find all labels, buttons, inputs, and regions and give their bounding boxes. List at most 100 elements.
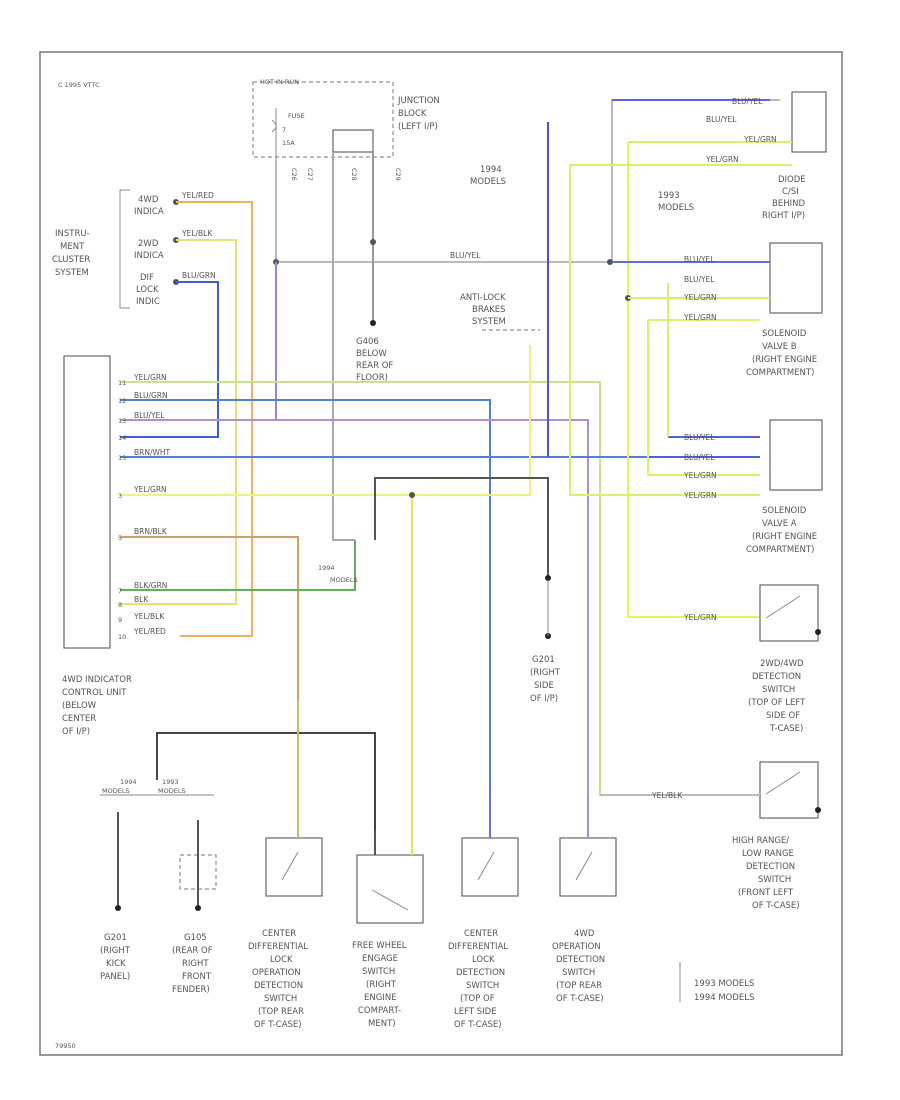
hilo-1: HIGH RANGE/ [732, 836, 789, 846]
g105-2: (REAR OF [172, 946, 213, 956]
cu-wire-yel-blk: YEL/BLK [133, 612, 165, 621]
sw-freewheel-box [356, 854, 424, 924]
g105-1: G105 [184, 933, 207, 943]
diode-cs-2: C/SI [782, 187, 799, 197]
cdl-det-2: DIFFERENTIAL [448, 942, 508, 952]
sw2-1: 2WD/4WD [760, 659, 804, 669]
g201b-1: G201 [104, 933, 127, 943]
g201-3: SIDE [534, 681, 554, 691]
g201-2: (RIGHT [530, 668, 561, 678]
g201b-3: KICK [106, 959, 126, 969]
fw-2: ENGAGE [362, 954, 398, 964]
pin-8: 8 [118, 601, 122, 609]
models-1994-left: 1994 [480, 165, 502, 175]
control-unit-5: OF I/P) [62, 727, 90, 737]
op4wd-5: (TOP REAR [556, 981, 602, 991]
sw2-4: (TOP OF LEFT [748, 698, 806, 708]
bus-node-2 [607, 259, 613, 265]
wire-dif-ind [120, 281, 219, 438]
fw-5: ENGINE [364, 993, 397, 1003]
hilo-6: OF T-CASE) [752, 901, 800, 911]
cu-wire-brn-wht: BRN/WHT [134, 448, 171, 457]
hilo-2: LOW RANGE [742, 849, 794, 859]
wire-cu-13 [120, 419, 589, 795]
g201b-4: PANEL) [100, 972, 130, 982]
sw-wire-yel-grn-2: YEL/GRN [705, 155, 739, 164]
sw-wire-blu-yel-4: BLU/YEL [684, 275, 715, 284]
fw-4: (RIGHT [366, 980, 397, 990]
cluster-line-1: INSTRU- [55, 229, 90, 239]
g406-3: REAR OF [356, 361, 393, 371]
c26-label: C26 [290, 168, 298, 181]
control-unit-3: (BELOW [62, 701, 97, 711]
sol-b-4: COMPARTMENT) [746, 368, 814, 378]
legend-1994: 1994 MODELS [694, 993, 754, 1003]
sw-wire-yel-grn-1: YEL/GRN [743, 135, 777, 144]
cdl-op-2: DIFFERENTIAL [248, 942, 308, 952]
g201b-2: (RIGHT [100, 946, 131, 956]
sw-wire-yel-grn-7: YEL/GRN [683, 613, 717, 622]
wire-cu-12 [120, 399, 491, 795]
control-unit-1: 4WD INDICATOR [62, 675, 132, 685]
wire-label-blu-yel-bus: BLU/YEL [450, 251, 481, 260]
g201-1: G201 [532, 655, 555, 665]
sw-wire-yel-grn-5: YEL/GRN [683, 471, 717, 480]
bot-models-1993b: MODELS [158, 787, 186, 795]
wire-free-wheel-gnd [156, 732, 376, 830]
op4wd-6: OF T-CASE) [556, 994, 604, 1004]
control-unit-2: CONTROL UNIT [62, 688, 127, 698]
junction-block-outline [252, 81, 394, 158]
hilo-3: DETECTION [746, 862, 795, 872]
ind-2wd-1: 2WD [138, 239, 159, 249]
hilo-wire: YEL/BLK [651, 791, 683, 800]
antilock-2: BRAKES [472, 305, 506, 315]
fuse-symbol [271, 108, 277, 160]
cdl-op-6: SWITCH [264, 994, 297, 1004]
wire-cu-5 [120, 536, 299, 700]
cdl-det-7: LEFT SIDE [454, 1007, 497, 1017]
wire-label-yel-blk: YEL/BLK [181, 229, 213, 238]
ind-dif-3: INDIC [136, 297, 160, 307]
sw-wire-yel-grn-3: YEL/GRN [683, 293, 717, 302]
models-1994-left-2: MODELS [470, 177, 506, 187]
ind-2wd-2: INDICA [134, 251, 164, 261]
diagram-frame [39, 51, 843, 1056]
cluster-bracket [119, 189, 130, 309]
pin-13: 13 [118, 417, 126, 425]
sol-a-2: VALVE A [762, 519, 797, 529]
wire-cu-3 [120, 345, 531, 496]
cu-wire-blk: BLK [134, 595, 149, 604]
cdl-det-8: OF T-CASE) [454, 1020, 502, 1030]
ind-4wd-1: 4WD [138, 195, 159, 205]
cdl-det-1: CENTER [464, 929, 498, 939]
sw-wire-blu-yel-1: BLU/YEL [732, 97, 763, 106]
antilock-1: ANTI-LOCK [460, 293, 506, 303]
hilo-5: (FRONT LEFT [738, 888, 794, 898]
pin-12: 12 [118, 397, 126, 405]
sw-hilo-contact [765, 771, 801, 795]
models-1994-1993: 1994 [318, 564, 335, 572]
wire-sol-a-3 [647, 320, 760, 476]
cdl-det-3: LOCK [472, 955, 495, 965]
sw-wire-yel-grn-4: YEL/GRN [683, 313, 717, 322]
c29-label: C29 [394, 168, 402, 181]
sw-cdl-det-box [461, 837, 519, 897]
cluster-line-3: CLUSTER [52, 255, 90, 265]
ind-4wd-2: INDICA [134, 207, 164, 217]
cluster-line-4: SYSTEM [55, 268, 89, 278]
g105-5: FENDER) [172, 985, 210, 995]
g105-3: RIGHT [182, 959, 209, 969]
sw2-6: T-CASE) [769, 724, 803, 734]
cdl-op-3: LOCK [270, 955, 293, 965]
op4wd-1: 4WD [574, 929, 595, 939]
bot-models-1993: 1993 [162, 778, 179, 786]
copyright: C 1995 VTTC [58, 81, 100, 89]
ind-dif-2: LOCK [136, 285, 159, 295]
fuse-number: 7 [282, 126, 286, 134]
cu-wire-blu-yel: BLU/YEL [134, 411, 165, 420]
fw-6: COMPART- [358, 1006, 401, 1016]
solenoid-a-box [769, 419, 823, 491]
sw-cdl-op-contact [281, 851, 299, 881]
cluster-line-2: MENT [60, 242, 85, 252]
fw-7: MENT) [368, 1019, 396, 1029]
